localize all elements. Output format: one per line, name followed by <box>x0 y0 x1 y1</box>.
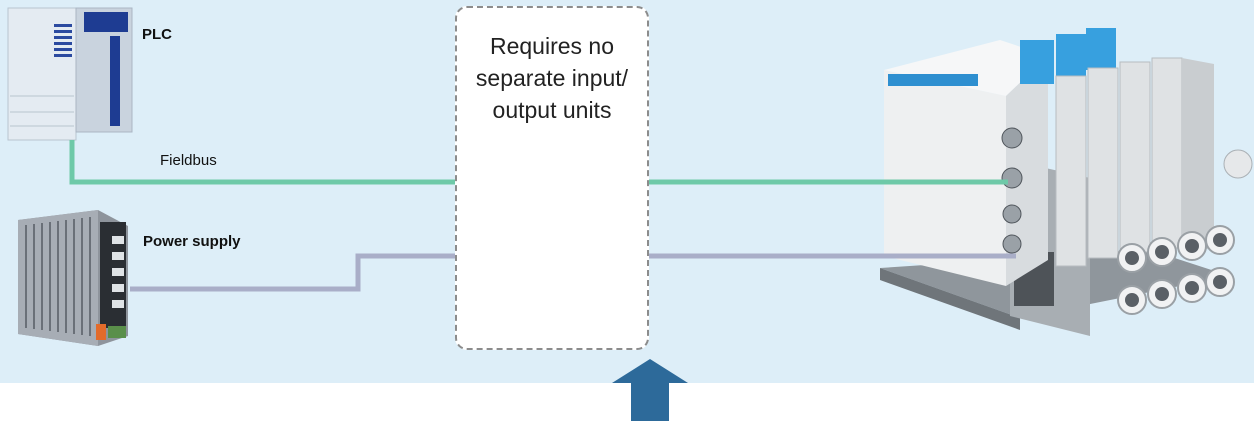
fieldbus-label: Fieldbus <box>160 152 217 169</box>
note-box <box>455 6 649 350</box>
power-supply-icon <box>18 210 128 346</box>
valve-manifold-image <box>880 28 1253 336</box>
note-line-3: output units <box>492 97 612 123</box>
power-cable <box>130 253 1016 292</box>
plc-icon <box>7 7 133 141</box>
note-line-2: separate input/ <box>475 65 629 91</box>
fieldbus-cable <box>69 140 1008 185</box>
power-supply-label: Power supply <box>143 233 241 250</box>
note-line-1: Requires no <box>489 33 615 59</box>
plc-label: PLC <box>142 26 172 43</box>
note-text: Requires no separate input/ output units <box>455 30 649 126</box>
